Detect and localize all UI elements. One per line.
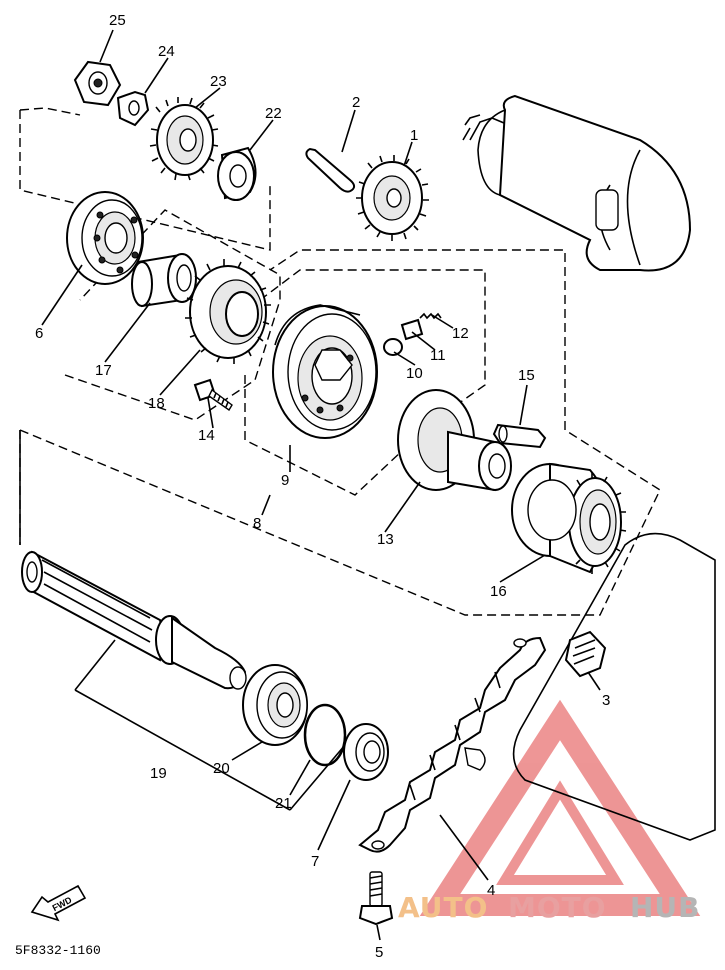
label-19: 19 — [150, 765, 167, 782]
group-box-19 — [74, 639, 346, 811]
leader-lines — [41, 29, 601, 941]
label-1: 1 — [410, 127, 418, 144]
gear-1 — [356, 155, 429, 241]
bolt-5 — [358, 871, 394, 926]
bolt-3 — [564, 630, 607, 678]
label-13: 13 — [377, 531, 394, 548]
label-2: 2 — [352, 94, 360, 111]
label-15: 15 — [518, 367, 535, 384]
label-7: 7 — [311, 853, 319, 870]
watermark-moto: MOTO — [508, 891, 607, 924]
label-18: 18 — [148, 395, 165, 412]
watermark-auto: AUTO — [398, 891, 488, 924]
starter-motor — [462, 94, 692, 272]
label-6: 6 — [35, 325, 43, 342]
clutch-boss-13 — [397, 389, 512, 492]
bearing-20 — [242, 664, 308, 746]
watermark-logo — [419, 699, 701, 916]
label-3: 3 — [602, 692, 610, 709]
pin-2 — [305, 147, 356, 193]
key-15 — [492, 423, 547, 449]
label-10: 10 — [406, 365, 423, 382]
bracket-4 — [358, 636, 547, 853]
shaft-19 — [21, 550, 247, 690]
group-box-22 — [19, 107, 271, 251]
label-14: 14 — [198, 427, 215, 444]
bolt-14 — [193, 378, 233, 412]
label-9: 9 — [281, 472, 289, 489]
label-16: 16 — [490, 583, 507, 600]
label-22: 22 — [265, 105, 282, 122]
plunger-12 — [419, 312, 442, 320]
forward-arrow-icon: FWD — [30, 884, 87, 922]
part-labels: 25 24 23 22 2 1 6 17 18 14 9 8 13 16 10 … — [35, 12, 610, 961]
label-23: 23 — [210, 73, 227, 90]
group-box-18 — [64, 209, 281, 421]
label-4: 4 — [487, 882, 495, 899]
label-20: 20 — [213, 760, 230, 777]
label-5: 5 — [375, 944, 383, 961]
roller-10 — [383, 338, 403, 356]
gear-assembly-16 — [511, 462, 627, 574]
label-8: 8 — [253, 515, 261, 532]
label-17: 17 — [95, 362, 112, 379]
sleeve-17 — [131, 253, 197, 308]
oil-seal-7 — [343, 723, 389, 781]
label-21: 21 — [275, 795, 292, 812]
label-11: 11 — [430, 347, 446, 364]
diagram-code: 5F8332-1160 — [15, 943, 101, 958]
sprocket-23 — [149, 97, 219, 181]
nut-25 — [73, 60, 122, 107]
label-25: 25 — [109, 12, 126, 29]
collar-22 — [217, 146, 257, 201]
o-ring-21 — [303, 703, 347, 767]
label-24: 24 — [158, 43, 175, 60]
spring-11 — [400, 318, 424, 341]
bearing-6 — [66, 191, 144, 285]
gear-18 — [185, 259, 271, 364]
watermark-hub: HUB — [630, 891, 701, 924]
belt-outline — [19, 430, 716, 841]
clutch-housing-9 — [272, 304, 378, 439]
lock-washer-24 — [116, 90, 150, 127]
watermark-text: AUTO MOTO HUB — [398, 891, 701, 924]
label-12: 12 — [452, 325, 469, 342]
